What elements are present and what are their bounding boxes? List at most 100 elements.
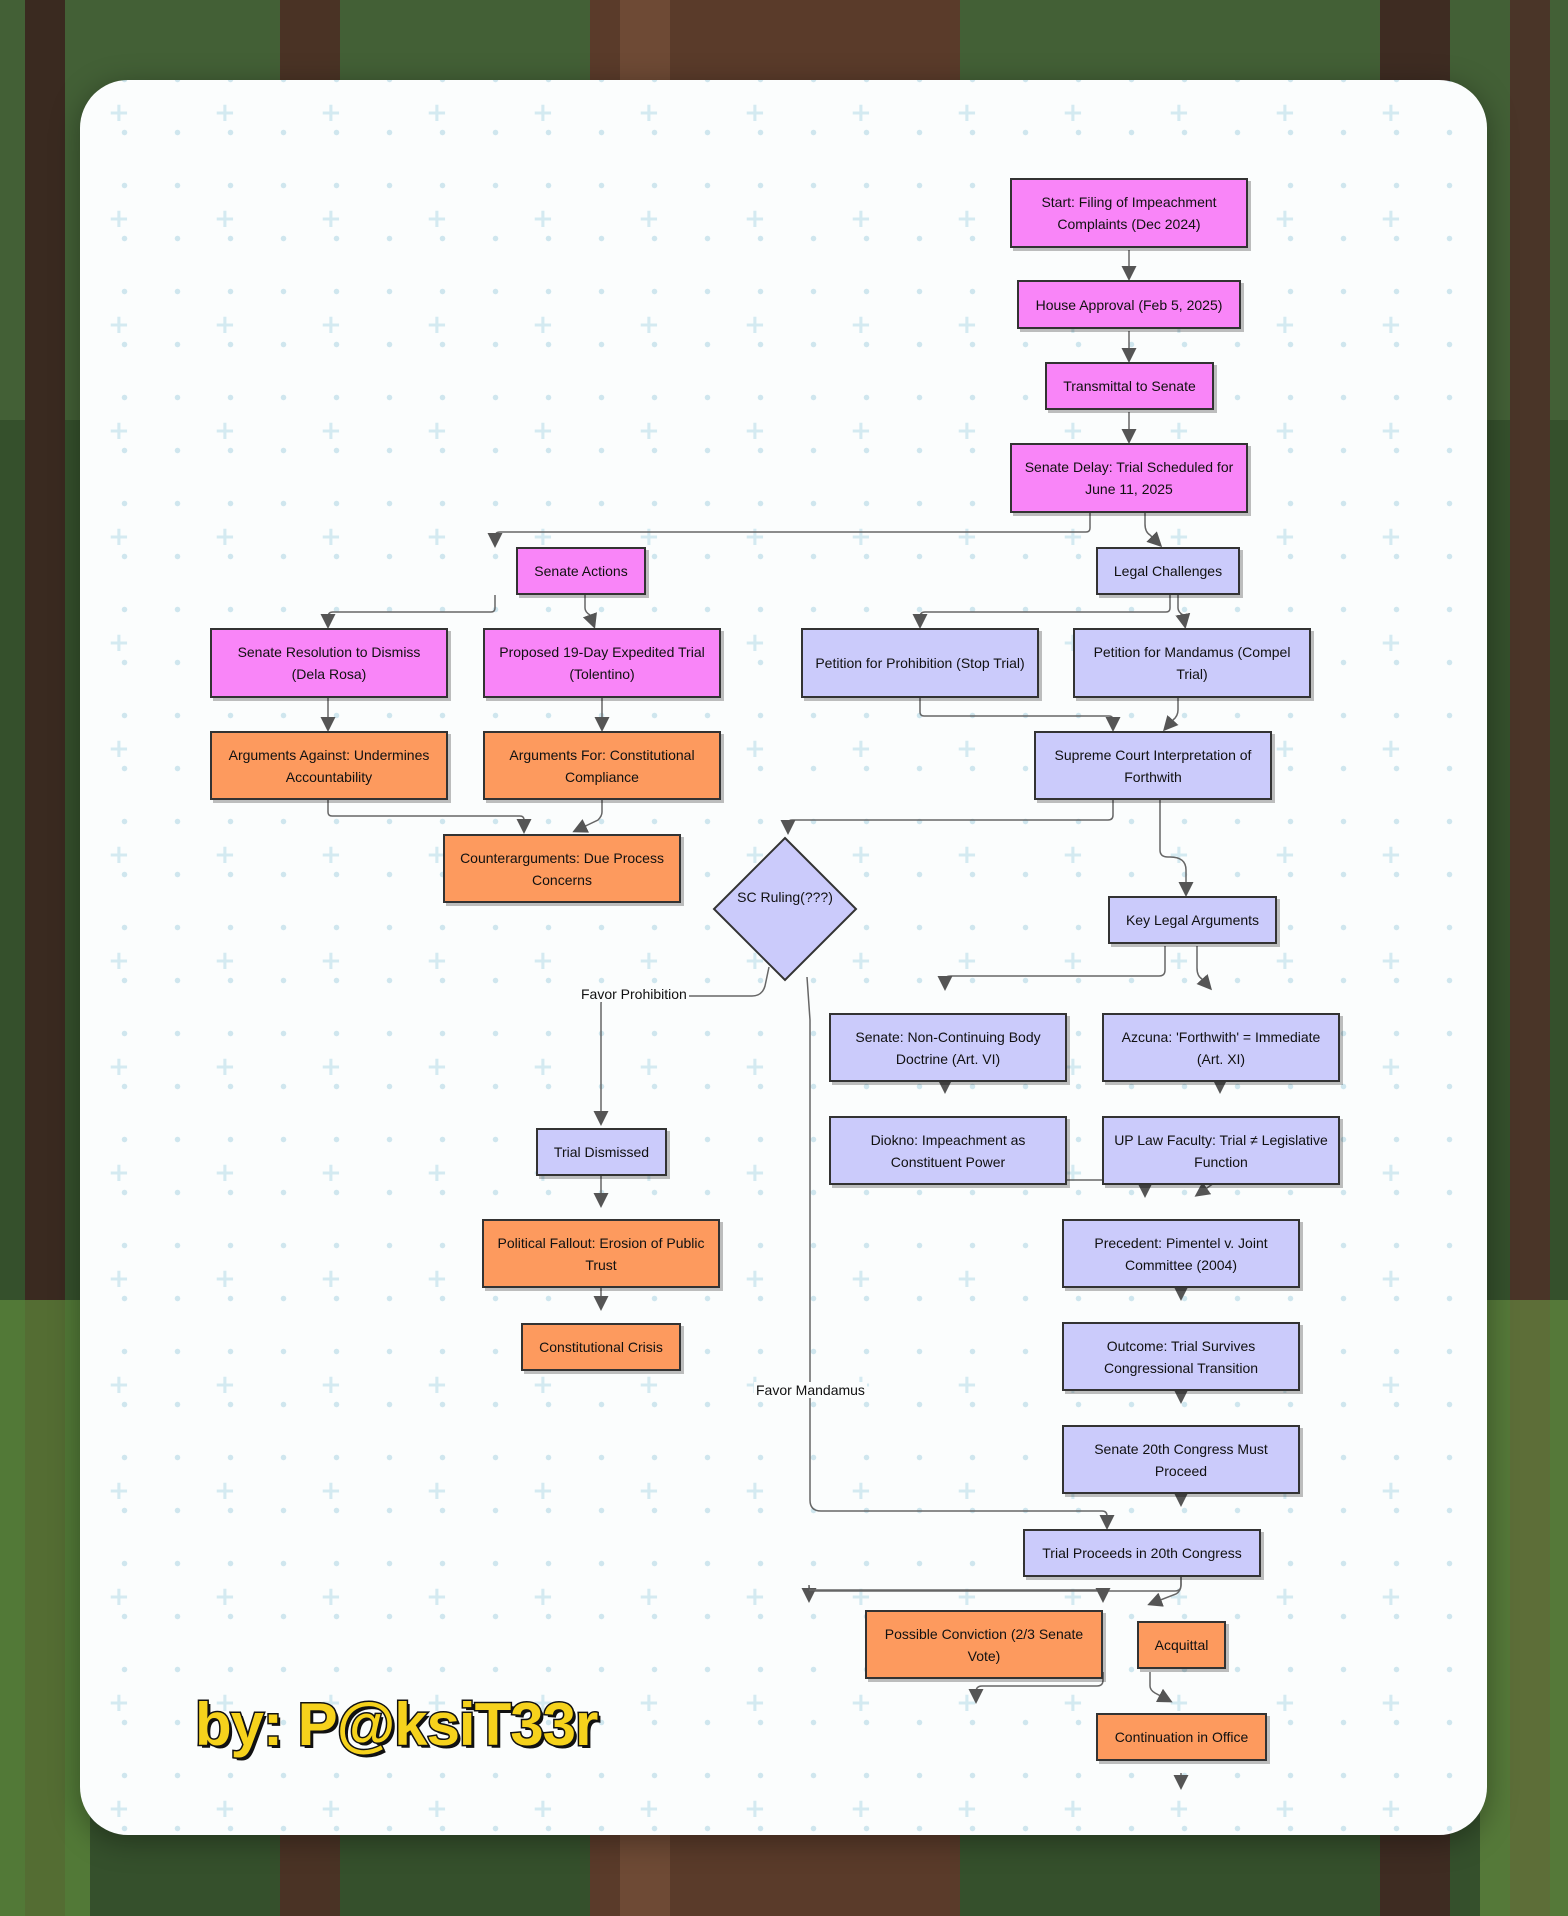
node-pimentel[interactable]: Precedent: Pimentel v. Joint Committee (… xyxy=(1062,1219,1300,1288)
plus-decoration: + xyxy=(1380,840,1402,870)
plus-decoration: + xyxy=(426,1582,448,1612)
node-expedited-trial-label: Proposed 19-Day Expedited Trial (Tolenti… xyxy=(499,644,705,682)
node-resolution-dismiss[interactable]: Senate Resolution to Dismiss (Dela Rosa) xyxy=(210,628,448,698)
node-must-proceed[interactable]: Senate 20th Congress Must Proceed xyxy=(1062,1425,1300,1494)
node-trial-proceeds[interactable]: Trial Proceeds in 20th Congress xyxy=(1023,1529,1261,1577)
plus-decoration: + xyxy=(1168,1794,1190,1824)
plus-decoration: + xyxy=(850,1264,872,1294)
plus-decoration: + xyxy=(1380,1370,1402,1400)
node-key-legal-args[interactable]: Key Legal Arguments xyxy=(1108,896,1277,944)
node-key-legal-args-label: Key Legal Arguments xyxy=(1125,912,1260,928)
plus-decoration: + xyxy=(956,416,978,446)
node-outcome-survives[interactable]: Outcome: Trial Survives Congressional Tr… xyxy=(1062,1322,1300,1391)
node-legal-challenges[interactable]: Legal Challenges xyxy=(1096,547,1240,595)
plus-decoration: + xyxy=(214,1582,236,1612)
plus-decoration: + xyxy=(1274,1688,1296,1718)
plus-decoration: + xyxy=(1062,840,1084,870)
plus-decoration: + xyxy=(744,1794,766,1824)
plus-decoration: + xyxy=(850,840,872,870)
plus-decoration: + xyxy=(320,1688,342,1718)
plus-decoration: + xyxy=(426,1052,448,1082)
node-continuation[interactable]: Continuation in Office xyxy=(1096,1713,1267,1761)
node-must-proceed-label: Senate 20th Congress Must Proceed xyxy=(1094,1440,1268,1479)
node-args-against[interactable]: Arguments Against: Undermines Accountabi… xyxy=(210,731,448,800)
node-diokno[interactable]: Diokno: Impeachment as Constituent Power xyxy=(829,1116,1067,1185)
plus-decoration: + xyxy=(320,1476,342,1506)
node-up-law[interactable]: UP Law Faculty: Trial ≠ Legislative Func… xyxy=(1102,1116,1340,1185)
plus-decoration: + xyxy=(108,1476,130,1506)
plus-decoration: + xyxy=(532,1052,554,1082)
plus-decoration: + xyxy=(1274,734,1296,764)
plus-decoration: + xyxy=(638,1794,660,1824)
node-petition-mandamus[interactable]: Petition for Mandamus (Compel Trial) xyxy=(1073,628,1311,698)
plus-decoration: + xyxy=(214,1688,236,1718)
node-house-approval[interactable]: House Approval (Feb 5, 2025) xyxy=(1017,280,1241,329)
plus-decoration: + xyxy=(1168,840,1190,870)
plus-decoration: + xyxy=(426,98,448,128)
plus-decoration: + xyxy=(1062,946,1084,976)
node-args-for-label: Arguments For: Constitutional Compliance xyxy=(509,746,695,785)
plus-decoration: + xyxy=(1380,1476,1402,1506)
plus-decoration: + xyxy=(426,1688,448,1718)
node-conviction-label: Possible Conviction (2/3 Senate Vote) xyxy=(884,1625,1084,1664)
node-azcuna[interactable]: Azcuna: 'Forthwith' = Immediate (Art. XI… xyxy=(1102,1013,1340,1082)
plus-decoration: + xyxy=(1062,1688,1084,1718)
plus-decoration: + xyxy=(638,1370,660,1400)
node-senate-actions[interactable]: Senate Actions xyxy=(516,547,646,595)
plus-decoration: + xyxy=(956,1794,978,1824)
plus-decoration: + xyxy=(1380,1052,1402,1082)
plus-decoration: + xyxy=(744,522,766,552)
plus-decoration: + xyxy=(1274,310,1296,340)
node-non-continuing-label: Senate: Non-Continuing Body Doctrine (Ar… xyxy=(855,1028,1041,1067)
node-conviction[interactable]: Possible Conviction (2/3 Senate Vote) xyxy=(865,1610,1103,1679)
plus-decoration: + xyxy=(532,204,554,234)
node-sc-interpretation[interactable]: Supreme Court Interpretation of Forthwit… xyxy=(1034,731,1272,800)
node-petition-prohibition[interactable]: Petition for Prohibition (Stop Trial) xyxy=(801,628,1039,698)
plus-decoration: + xyxy=(108,1794,130,1824)
plus-decoration: + xyxy=(108,1264,130,1294)
plus-decoration: + xyxy=(214,946,236,976)
plus-decoration: + xyxy=(108,204,130,234)
plus-decoration: + xyxy=(1380,628,1402,658)
plus-decoration: + xyxy=(744,416,766,446)
plus-decoration: + xyxy=(1380,416,1402,446)
plus-decoration: + xyxy=(214,1794,236,1824)
plus-decoration: + xyxy=(108,1688,130,1718)
plus-decoration: + xyxy=(956,1370,978,1400)
plus-decoration: + xyxy=(214,1370,236,1400)
plus-decoration: + xyxy=(214,1158,236,1188)
node-args-for[interactable]: Arguments For: Constitutional Compliance xyxy=(483,731,721,800)
node-acquittal[interactable]: Acquittal xyxy=(1137,1621,1226,1669)
plus-decoration: + xyxy=(426,1264,448,1294)
plus-decoration: + xyxy=(426,204,448,234)
plus-decoration: + xyxy=(850,734,872,764)
plus-decoration: + xyxy=(744,204,766,234)
plus-decoration: + xyxy=(108,310,130,340)
node-trial-dismissed-label: Trial Dismissed xyxy=(553,1144,650,1160)
plus-decoration: + xyxy=(320,1370,342,1400)
node-transmittal[interactable]: Transmittal to Senate xyxy=(1045,362,1214,410)
plus-decoration: + xyxy=(850,946,872,976)
plus-decoration: + xyxy=(532,1582,554,1612)
edge-label-favor-prohibition: Favor Prohibition xyxy=(579,986,689,1002)
plus-decoration: + xyxy=(1380,98,1402,128)
node-transmittal-label: Transmittal to Senate xyxy=(1063,378,1196,394)
plus-decoration: + xyxy=(1274,98,1296,128)
node-start[interactable]: Start: Filing of Impeachment Complaints … xyxy=(1010,178,1248,248)
node-expedited-trial[interactable]: Proposed 19-Day Expedited Trial (Tolenti… xyxy=(483,628,721,698)
node-political-fallout[interactable]: Political Fallout: Erosion of Public Tru… xyxy=(482,1219,720,1288)
plus-decoration: + xyxy=(956,522,978,552)
node-non-continuing[interactable]: Senate: Non-Continuing Body Doctrine (Ar… xyxy=(829,1013,1067,1082)
node-petition-mandamus-label: Petition for Mandamus (Compel Trial) xyxy=(1093,644,1291,682)
plus-decoration: + xyxy=(1380,204,1402,234)
plus-decoration: + xyxy=(426,946,448,976)
node-counterarguments-label: Counterarguments: Due Process Concerns xyxy=(460,849,664,888)
node-trial-dismissed[interactable]: Trial Dismissed xyxy=(536,1128,667,1176)
plus-decoration: + xyxy=(1168,1688,1190,1718)
node-counterarguments[interactable]: Counterarguments: Due Process Concerns xyxy=(443,834,681,903)
plus-decoration: + xyxy=(532,1688,554,1718)
plus-decoration: + xyxy=(214,1476,236,1506)
node-constitutional-crisis[interactable]: Constitutional Crisis xyxy=(521,1323,681,1371)
plus-decoration: + xyxy=(214,840,236,870)
node-senate-delay[interactable]: Senate Delay: Trial Scheduled for June 1… xyxy=(1010,443,1248,513)
